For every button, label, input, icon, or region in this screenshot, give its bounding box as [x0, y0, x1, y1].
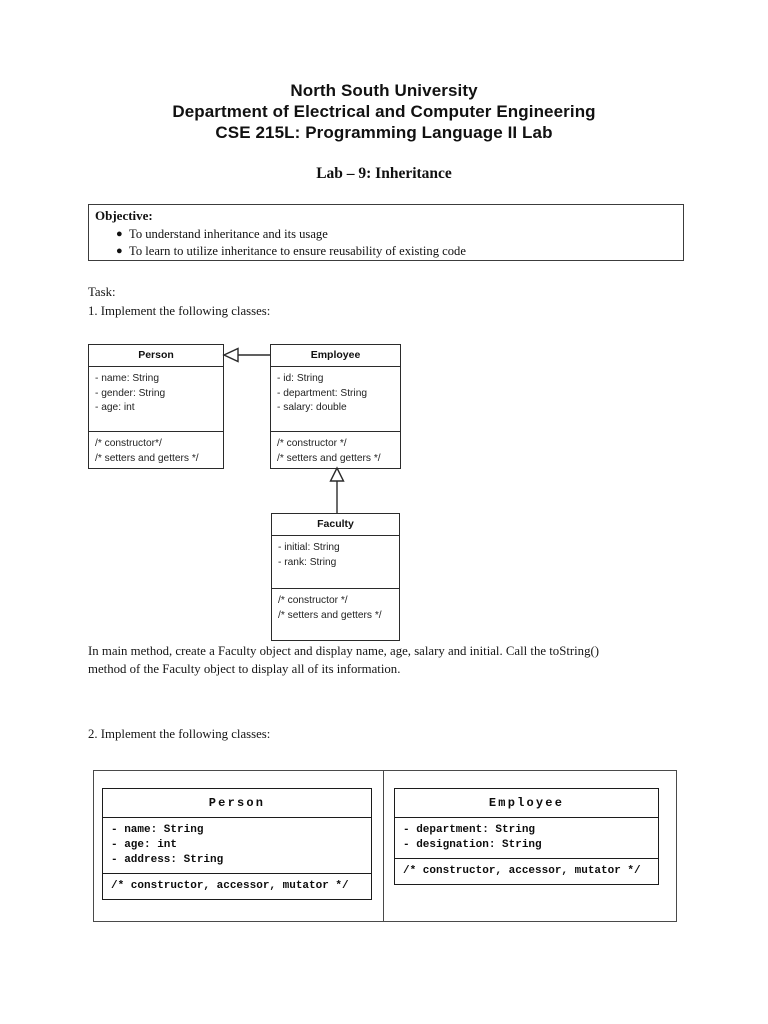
header-line-university: North South University	[290, 81, 478, 100]
header-line-course: CSE 215L: Programming Language II Lab	[215, 123, 553, 142]
objective-box: Objective: ● To understand inheritance a…	[88, 204, 684, 261]
task-2-instruction: 2. Implement the following classes:	[88, 727, 271, 741]
lab-title: Lab – 9: Inheritance	[316, 165, 452, 182]
uml-attributes: - department: String - designation: Stri…	[395, 818, 658, 859]
uml-attributes: - initial: String - rank: String	[272, 536, 399, 589]
uml-class-name: Employee	[395, 789, 658, 818]
objective-item: ● To understand inheritance and its usag…	[95, 226, 466, 243]
uml-attributes: - name: String - gender: String - age: i…	[89, 367, 223, 432]
uml-method: /* setters and getters */	[278, 609, 382, 621]
main-method-paragraph: In main method, create a Faculty object …	[88, 644, 603, 676]
uml-attributes: - id: String - department: String - sala…	[271, 367, 400, 432]
uml-attribute: - age: int	[95, 402, 135, 413]
uml-method: /* setters and getters */	[277, 452, 381, 464]
uml-class-employee-2[interactable]: Employee - department: String - designat…	[394, 788, 659, 885]
uml-class-name: Employee	[271, 345, 400, 367]
uml-class-name: Faculty	[272, 514, 399, 536]
objective-item-text: To understand inheritance and its usage	[129, 227, 328, 241]
uml-diagram-2-cell-right: Employee - department: String - designat…	[384, 771, 676, 921]
header-line-department: Department of Electrical and Computer En…	[172, 102, 596, 121]
inheritance-arrow-employee-to-person	[222, 347, 270, 363]
uml-diagram-2-cell-left: Person - name: String - age: int - addre…	[94, 771, 384, 921]
uml-class-name: Person	[89, 345, 223, 367]
document-header: North South University Department of Ele…	[0, 80, 768, 143]
inheritance-arrow-faculty-to-employee	[329, 466, 345, 514]
uml-method: /* constructor */	[277, 438, 347, 449]
uml-attribute: - age: int	[111, 839, 178, 851]
uml-attribute: - address: String	[111, 854, 224, 866]
uml-attribute: - id: String	[277, 373, 324, 384]
uml-methods: /* constructor */ /* setters and getters…	[271, 432, 400, 471]
uml-class-employee[interactable]: Employee - id: String - department: Stri…	[270, 344, 401, 469]
bullet-icon: ●	[116, 228, 123, 240]
uml-method: /* constructor*/	[95, 438, 162, 449]
objective-item: ● To learn to utilize inheritance to ens…	[95, 243, 466, 260]
objective-heading: Objective:	[95, 208, 153, 223]
uml-class-name: Person	[103, 789, 371, 818]
uml-attribute: - gender: String	[95, 387, 166, 399]
uml-class-faculty[interactable]: Faculty - initial: String - rank: String…	[271, 513, 400, 641]
uml-methods: /* constructor, accessor, mutator */	[103, 874, 371, 899]
uml-attribute: - designation: String	[403, 839, 542, 851]
uml-method: /* constructor */	[278, 595, 348, 606]
uml-attribute: - salary: double	[277, 402, 347, 413]
uml-attribute: - department: String	[277, 387, 368, 399]
uml-method: /* constructor, accessor, mutator */	[403, 865, 641, 877]
uml-attribute: - name: String	[111, 824, 204, 836]
uml-attribute: - initial: String	[278, 542, 340, 553]
uml-methods: /* constructor, accessor, mutator */	[395, 859, 658, 884]
bullet-icon: ●	[116, 245, 123, 257]
uml-method: /* constructor, accessor, mutator */	[111, 880, 349, 892]
uml-attribute: - rank: String	[278, 556, 337, 568]
uml-method: /* setters and getters */	[95, 452, 199, 464]
uml-class-person[interactable]: Person - name: String - gender: String -…	[88, 344, 224, 469]
task-1-instruction: 1. Implement the following classes:	[88, 304, 271, 318]
uml-attribute: - name: String	[95, 373, 159, 384]
uml-diagram-2: Person - name: String - age: int - addre…	[93, 770, 677, 922]
uml-class-person-2[interactable]: Person - name: String - age: int - addre…	[102, 788, 372, 900]
objective-list: ● To understand inheritance and its usag…	[95, 226, 466, 260]
uml-attributes: - name: String - age: int - address: Str…	[103, 818, 371, 874]
uml-methods: /* constructor*/ /* setters and getters …	[89, 432, 223, 471]
task-label: Task:	[88, 285, 116, 299]
uml-methods: /* constructor */ /* setters and getters…	[272, 589, 399, 628]
objective-item-text: To learn to utilize inheritance to ensur…	[129, 244, 466, 258]
uml-attribute: - department: String	[403, 824, 536, 836]
